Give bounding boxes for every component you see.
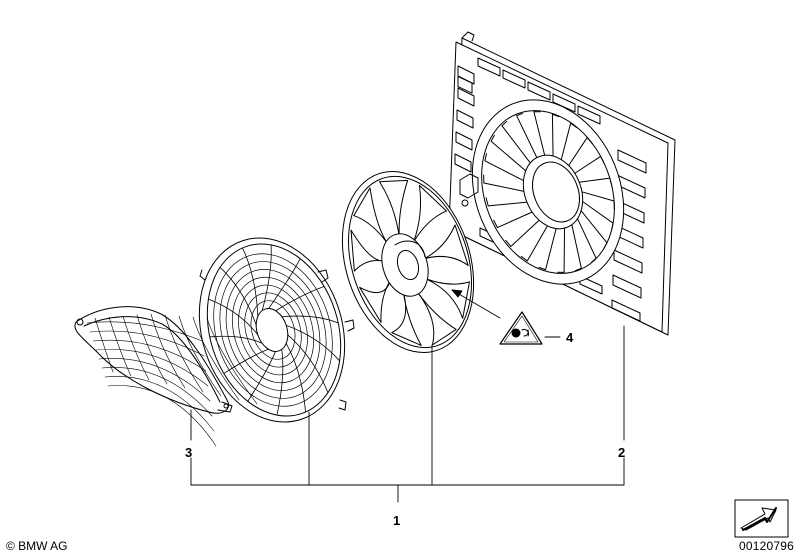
air-shield	[74, 306, 258, 447]
copyright-text: © BMW AG	[6, 539, 68, 553]
leader-lines	[190, 289, 625, 503]
fan-shroud	[448, 31, 676, 336]
document-number: 00120796	[739, 539, 794, 553]
callout-part-1: 1	[393, 513, 401, 528]
callout-part-3: 3	[185, 445, 193, 460]
callout-part-2: 2	[618, 445, 626, 460]
fan-wheel	[341, 171, 475, 353]
arrow-navigation-icon[interactable]	[734, 499, 789, 538]
callout-part-4: 4	[566, 330, 574, 345]
fan-guard	[198, 237, 355, 423]
fan-warning-label-icon	[499, 311, 543, 345]
